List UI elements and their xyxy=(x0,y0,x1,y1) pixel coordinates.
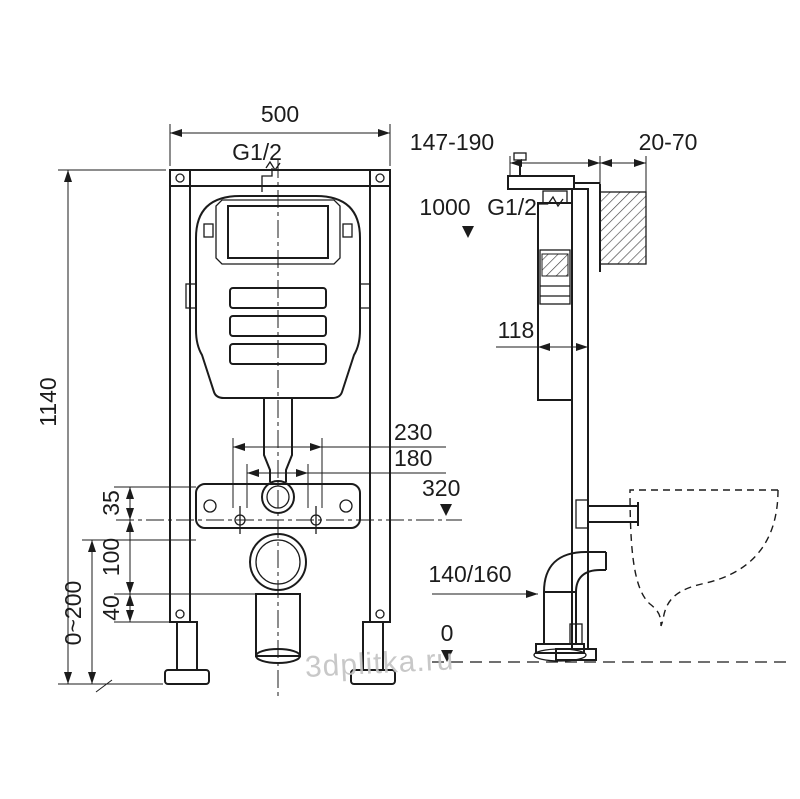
dim-leg-adjustment-label: 0~200 xyxy=(60,581,86,646)
water-inlet-port xyxy=(261,480,295,514)
dim-cistern-depth-label: 118 xyxy=(498,317,535,343)
adjustable-legs xyxy=(164,621,396,685)
access-slot xyxy=(229,343,327,365)
supply-pipe xyxy=(513,152,527,176)
dim-width: 500 xyxy=(169,101,391,166)
toilet-bowl-outline xyxy=(629,489,779,627)
flush-bend-pipe xyxy=(575,499,639,529)
cistern-outline xyxy=(195,195,361,399)
dim-bolt-spacing-label: 230 xyxy=(394,419,432,445)
dim-depth-range-label: 147-190 xyxy=(410,129,494,155)
dim-floor-level-label: 0 xyxy=(441,620,454,646)
watermark: 3dplitka.ru xyxy=(304,643,455,684)
supply-fitting-glyph xyxy=(537,195,564,214)
fixing-bolt xyxy=(310,506,322,534)
dim-width-label: 500 xyxy=(261,101,299,127)
dim-depth-range: 147-190 xyxy=(410,129,601,184)
side-view: 147-190 20-70 1000 G1/2 118 140/160 0 xyxy=(410,129,788,663)
cistern-side xyxy=(537,190,573,401)
cistern-front xyxy=(185,195,371,399)
dim-bolt-spacing: 230 xyxy=(232,419,446,508)
mounting-plate xyxy=(195,480,361,534)
drain-outlet xyxy=(249,533,307,664)
inlet-thread-label: G1/2 xyxy=(232,139,282,165)
frame-structure xyxy=(169,169,391,623)
wall-hatch-block xyxy=(599,191,647,265)
dim-wall-offset-label: 20-70 xyxy=(639,129,698,155)
dim-water-height: 320 xyxy=(422,475,460,516)
dim-fixture-spacing-label: 180 xyxy=(394,445,432,471)
dim-offset-mid-label: 100 xyxy=(98,538,124,576)
wall-bracket xyxy=(507,175,647,272)
supply-thread-label: G1/2 xyxy=(487,194,537,220)
dim-supply-height-label: 1000 xyxy=(419,194,470,220)
dim-height-label: 1140 xyxy=(35,377,61,426)
dim-outlet-diameter: 140/160 xyxy=(428,561,538,598)
drain-elbow xyxy=(533,551,607,662)
access-slot xyxy=(229,287,327,309)
dim-fixture-spacing: 180 xyxy=(246,445,446,508)
dim-wall-offset: 20-70 xyxy=(600,129,697,192)
dim-left-stack: 35 100 40 0~200 xyxy=(60,486,256,693)
dim-cistern-depth: 118 xyxy=(496,317,588,351)
dim-offset-bottom-label: 40 xyxy=(98,595,124,621)
access-slot xyxy=(229,315,327,337)
down-arrow-icon xyxy=(441,650,453,662)
dim-offset-top-label: 35 xyxy=(98,490,124,516)
down-arrow-icon xyxy=(462,226,474,238)
dim-outlet-diameter-label: 140/160 xyxy=(428,561,511,587)
front-view: 500 G1/2 1140 230 180 320 xyxy=(35,101,462,700)
valve-detail xyxy=(541,253,569,277)
dim-water-height-label: 320 xyxy=(422,475,460,501)
inlet-fitting-glyph xyxy=(261,160,281,192)
down-arrow-icon xyxy=(440,504,452,516)
dim-supply-height: 1000 G1/2 xyxy=(419,194,564,238)
dim-floor-level: 0 xyxy=(432,620,788,663)
dim-height: 1140 xyxy=(35,169,166,685)
flush-plate-window xyxy=(215,199,341,265)
fixing-bolt xyxy=(234,506,246,534)
